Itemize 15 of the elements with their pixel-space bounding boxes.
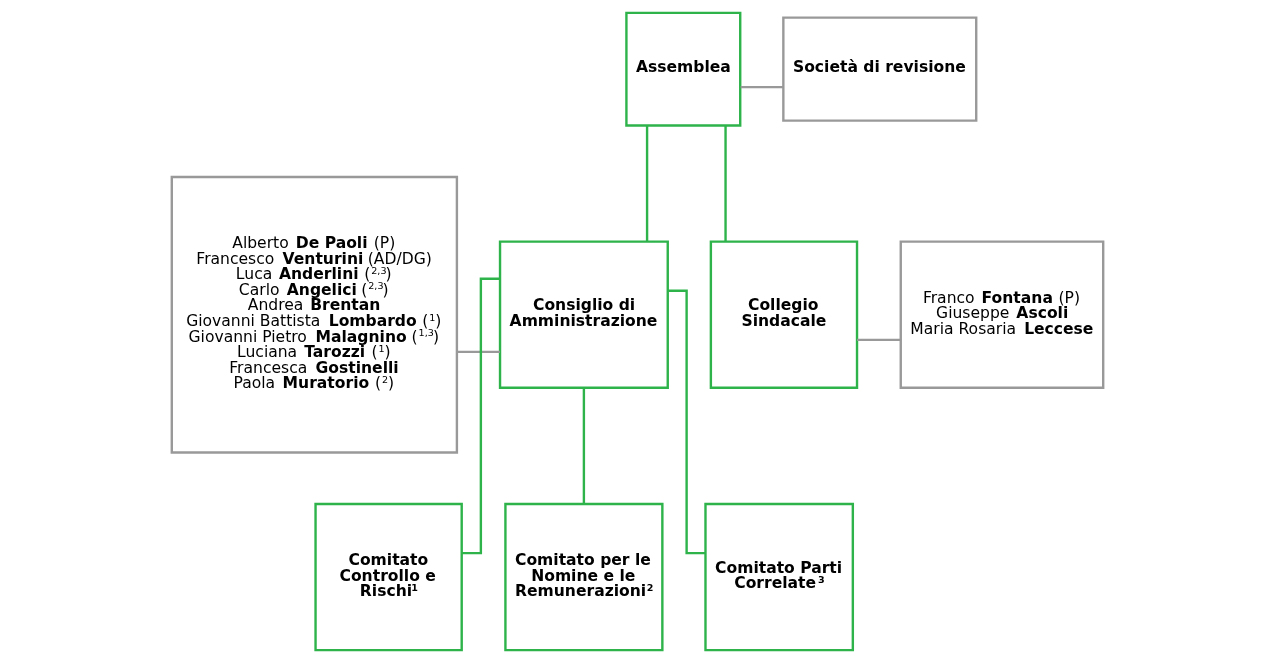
node-box: Comitato Controllo e Rischi$^{1}$	[314, 502, 463, 652]
node-box: Comitato Parti Correlate$^{3}$	[704, 502, 855, 652]
node-box: Alberto De Paoli (P) Francesco Venturini (AD/DG) Luca Anderlini ($^{2,3}$) Carlo Angelici ($^{2,3}$) Andrea Brentan Giovanni Battista Lombardo ($^{1}$) Giovanni Pietro Malagnino ($^{1,3}$) Luciana Tarozzi ($^{1}$) Francesca Gostinelli Paola Muratorio ($^{2}$)	[170, 175, 459, 454]
connector	[740, 85, 784, 89]
connector	[857, 338, 901, 342]
connector	[645, 125, 649, 242]
connector	[724, 125, 727, 242]
node-box: Società di revisione	[782, 16, 978, 122]
node-box: Comitato per le Nomine e le Remunerazioni$^{2}$	[504, 502, 664, 652]
connector	[582, 387, 586, 504]
node-box: Consiglio di Amministrazione	[498, 240, 669, 389]
node-box: Franco Fontana (P) Giuseppe Ascoli Maria Rosaria Leccese	[899, 240, 1105, 389]
node-box: Collegio Sindacale	[709, 240, 859, 389]
connector	[457, 350, 500, 354]
node-box: Assemblea	[625, 11, 742, 127]
